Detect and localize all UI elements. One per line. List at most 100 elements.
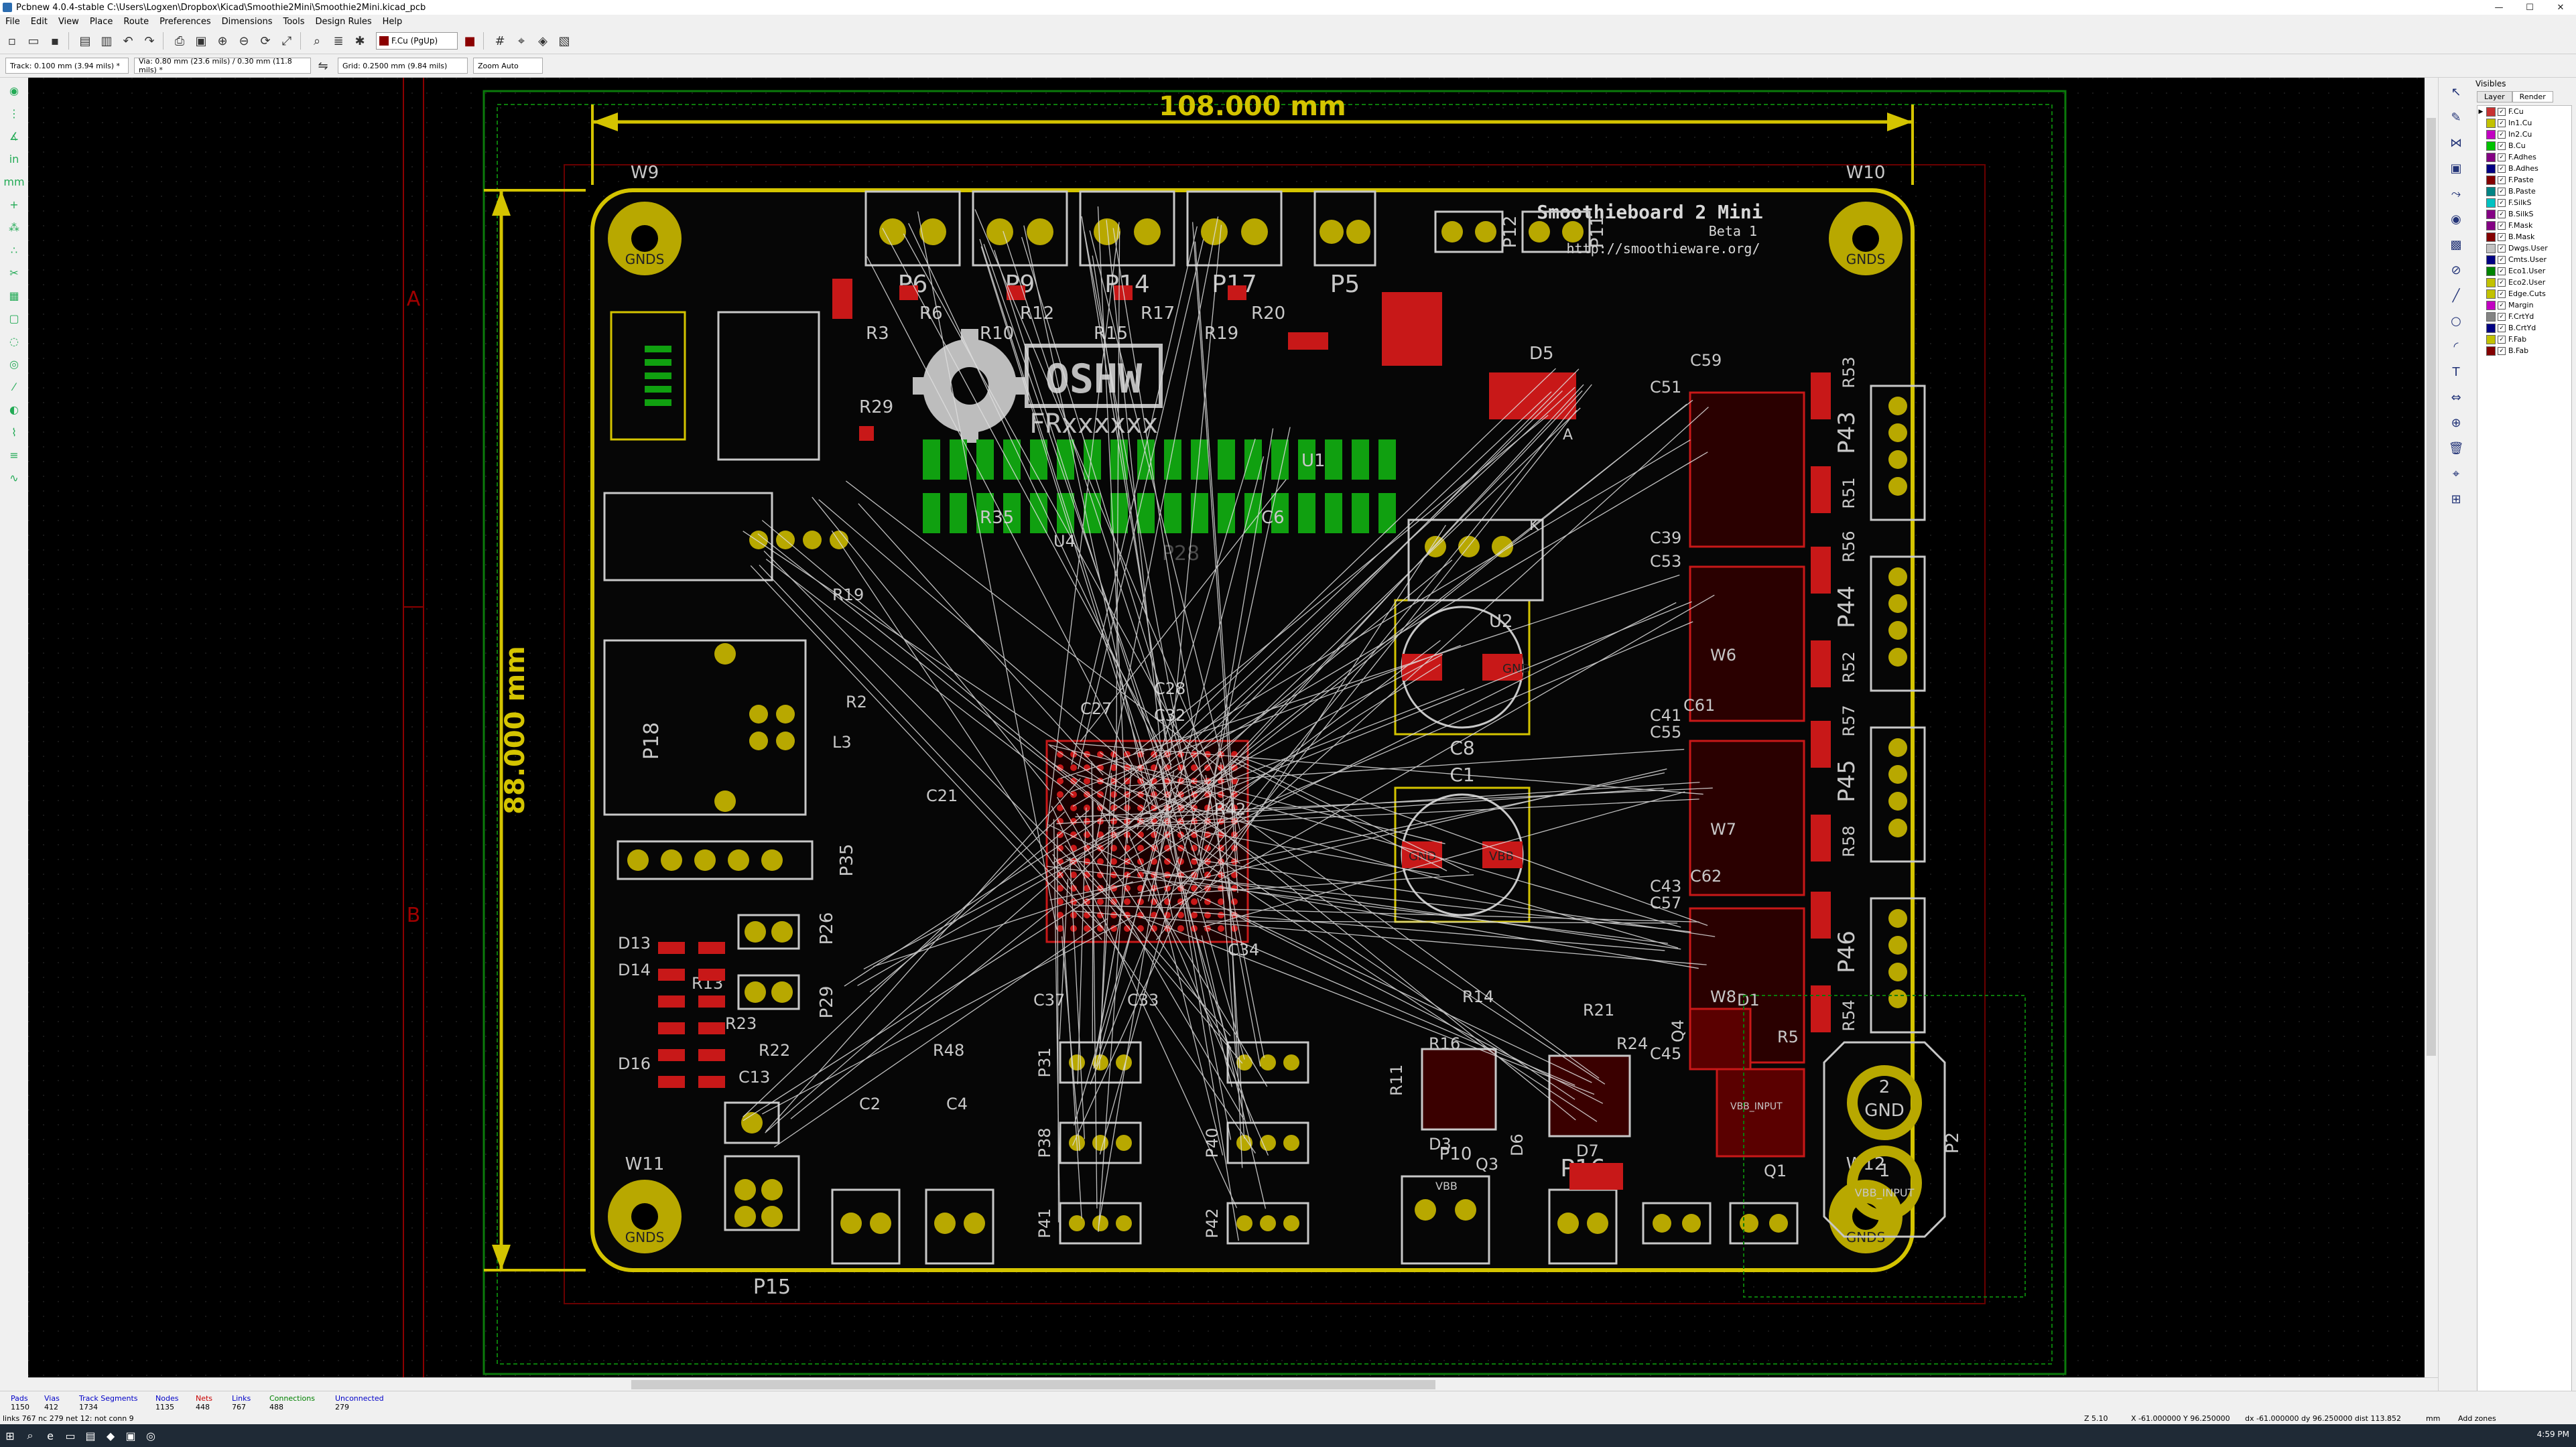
layer-pair-icon[interactable]: ■ bbox=[464, 33, 476, 48]
layer-visibility-checkbox[interactable]: ✓ bbox=[2498, 278, 2506, 287]
vertical-scroll-thumb[interactable] bbox=[2427, 118, 2436, 1056]
layer-row[interactable]: ✓B.Adhes bbox=[2477, 163, 2571, 174]
microwave-icon[interactable]: ∿ bbox=[9, 471, 19, 484]
layer-row[interactable]: ✓Eco2.User bbox=[2477, 277, 2571, 288]
set-origin-icon[interactable]: ⌖ bbox=[2452, 466, 2460, 481]
zoom-fit-icon[interactable]: ⤢ bbox=[281, 33, 292, 48]
add-zone-icon[interactable]: ▩ bbox=[2450, 237, 2462, 252]
drc-icon[interactable]: ✱ bbox=[355, 33, 365, 48]
tab-render[interactable]: Render bbox=[2512, 91, 2553, 102]
add-via-icon[interactable]: ◉ bbox=[2451, 212, 2461, 226]
steam-icon[interactable]: ◎ bbox=[146, 1429, 155, 1442]
grid-icon[interactable]: # bbox=[495, 33, 505, 48]
layer-visibility-checkbox[interactable]: ✓ bbox=[2498, 267, 2506, 275]
layer-visibility-checkbox[interactable]: ✓ bbox=[2498, 221, 2506, 230]
layer-row[interactable]: ✓Margin bbox=[2477, 299, 2571, 311]
open-board-icon[interactable]: ▭ bbox=[27, 33, 40, 48]
polar-coords-icon[interactable]: ∡ bbox=[9, 129, 19, 143]
layer-row[interactable]: ✓F.SilkS bbox=[2477, 197, 2571, 208]
layer-visibility-checkbox[interactable]: ✓ bbox=[2498, 130, 2506, 139]
kicad-taskbar-icon[interactable]: ◆ bbox=[106, 1429, 115, 1442]
autoplace-icon[interactable]: ⌖ bbox=[517, 33, 525, 48]
layer-row[interactable]: ✓Eco1.User bbox=[2477, 265, 2571, 277]
layer-row[interactable]: ▶✓F.Cu bbox=[2477, 106, 2571, 117]
layer-color-swatch[interactable] bbox=[2486, 220, 2496, 230]
layer-visibility-checkbox[interactable]: ✓ bbox=[2498, 244, 2506, 253]
module-ratsnest-icon[interactable]: ∴ bbox=[10, 243, 18, 257]
store-icon[interactable]: ▤ bbox=[85, 1429, 96, 1442]
layer-color-swatch[interactable] bbox=[2486, 152, 2496, 162]
layer-visibility-checkbox[interactable]: ✓ bbox=[2498, 153, 2506, 161]
active-layer-select[interactable]: F.Cu (PgUp) bbox=[376, 32, 458, 50]
layer-row[interactable]: ✓In1.Cu bbox=[2477, 117, 2571, 129]
menu-view[interactable]: View bbox=[58, 16, 79, 27]
layer-visibility-checkbox[interactable]: ✓ bbox=[2498, 346, 2506, 355]
grid-select[interactable]: Grid: 0.2500 mm (9.84 mils) bbox=[338, 58, 468, 74]
layer-color-swatch[interactable] bbox=[2486, 232, 2496, 242]
layer-visibility-checkbox[interactable]: ✓ bbox=[2498, 176, 2506, 184]
layer-color-swatch[interactable] bbox=[2486, 312, 2496, 322]
layer-row[interactable]: ✓B.CrtYd bbox=[2477, 322, 2571, 334]
layers-manager-icon[interactable]: ≡ bbox=[9, 448, 19, 462]
highlight-net-icon[interactable]: ✎ bbox=[2451, 110, 2461, 125]
close-button[interactable]: ✕ bbox=[2557, 2, 2565, 13]
layer-color-swatch[interactable] bbox=[2486, 129, 2496, 139]
layer-row[interactable]: ✓B.Mask bbox=[2477, 231, 2571, 243]
layer-color-swatch[interactable] bbox=[2486, 141, 2496, 151]
layer-color-swatch[interactable] bbox=[2486, 266, 2496, 276]
layer-color-swatch[interactable] bbox=[2486, 323, 2496, 333]
new-board-icon[interactable]: ▫ bbox=[7, 33, 17, 48]
layer-visibility-checkbox[interactable]: ✓ bbox=[2498, 210, 2506, 218]
zone-display-icon[interactable]: ▦ bbox=[9, 289, 19, 302]
zoom-out-icon[interactable]: ⊖ bbox=[239, 33, 249, 48]
add-circle-icon[interactable]: ○ bbox=[2451, 314, 2461, 328]
delete-icon[interactable]: 🗑 bbox=[2448, 441, 2464, 456]
menu-edit[interactable]: Edit bbox=[30, 16, 48, 27]
horizontal-scrollbar[interactable] bbox=[28, 1377, 2438, 1391]
layer-row[interactable]: ✓B.Fab bbox=[2477, 345, 2571, 356]
layer-visibility-checkbox[interactable]: ✓ bbox=[2498, 187, 2506, 196]
layer-row[interactable]: ✓Edge.Cuts bbox=[2477, 288, 2571, 299]
tab-layer[interactable]: Layer bbox=[2477, 91, 2512, 102]
grid-origin-icon[interactable]: ⊞ bbox=[2451, 492, 2461, 506]
auto-delete-track-icon[interactable]: ✂ bbox=[9, 266, 19, 279]
layer-row[interactable]: ✓Cmts.User bbox=[2477, 254, 2571, 265]
add-footprint-icon[interactable]: ▣ bbox=[2450, 161, 2462, 176]
layer-row[interactable]: ✓B.SilkS bbox=[2477, 208, 2571, 220]
layer-color-swatch[interactable] bbox=[2486, 186, 2496, 196]
plot-icon[interactable]: ▣ bbox=[195, 33, 207, 48]
layer-row[interactable]: ✓F.Adhes bbox=[2477, 151, 2571, 163]
via-size-select[interactable]: Via: 0.80 mm (23.6 mils) / 0.30 mm (11.8… bbox=[134, 57, 311, 74]
route-track-icon[interactable]: ⤳ bbox=[2451, 186, 2461, 201]
pcbnew-taskbar-icon[interactable]: ▣ bbox=[125, 1429, 136, 1442]
layer-row[interactable]: ✓B.Cu bbox=[2477, 140, 2571, 151]
add-keepout-icon[interactable]: ⊘ bbox=[2451, 263, 2461, 277]
units-in-icon[interactable]: in bbox=[9, 152, 19, 165]
layer-visibility-checkbox[interactable]: ✓ bbox=[2498, 324, 2506, 332]
redo-icon[interactable]: ↷ bbox=[144, 33, 155, 48]
layer-color-swatch[interactable] bbox=[2486, 277, 2496, 287]
ratsnest-icon[interactable]: ⁂ bbox=[9, 220, 19, 234]
minimize-button[interactable]: — bbox=[2494, 2, 2504, 13]
layer-color-swatch[interactable] bbox=[2486, 289, 2496, 299]
layer-row[interactable]: ✓F.Mask bbox=[2477, 220, 2571, 231]
print-icon[interactable]: ⎙ bbox=[174, 33, 185, 48]
layer-visibility-checkbox[interactable]: ✓ bbox=[2498, 301, 2506, 309]
vertical-scrollbar[interactable] bbox=[2425, 78, 2438, 1377]
via-sketch-icon[interactable]: ◎ bbox=[9, 357, 19, 370]
start-icon[interactable]: ⊞ bbox=[5, 1429, 15, 1442]
zoom-redraw-icon[interactable]: ⟳ bbox=[260, 33, 271, 48]
layer-visibility-checkbox[interactable]: ✓ bbox=[2498, 119, 2506, 127]
search-icon[interactable]: ⌕ bbox=[27, 1429, 34, 1442]
layer-color-swatch[interactable] bbox=[2486, 300, 2496, 310]
add-line-icon[interactable]: ╱ bbox=[2452, 288, 2460, 303]
autoroute-icon[interactable]: ◈ bbox=[538, 33, 548, 48]
layer-color-swatch[interactable] bbox=[2486, 107, 2496, 117]
high-contrast-icon[interactable]: ◐ bbox=[9, 403, 19, 416]
menu-design-rules[interactable]: Design Rules bbox=[315, 16, 372, 27]
layer-color-swatch[interactable] bbox=[2486, 175, 2496, 185]
layer-color-swatch[interactable] bbox=[2486, 255, 2496, 265]
pcb-drawing[interactable]: A B 108.000 mm 88.000 mm W9 GNDS W10 bbox=[28, 78, 2438, 1377]
menu-preferences[interactable]: Preferences bbox=[159, 16, 211, 27]
script-icon[interactable]: ▧ bbox=[558, 33, 570, 48]
